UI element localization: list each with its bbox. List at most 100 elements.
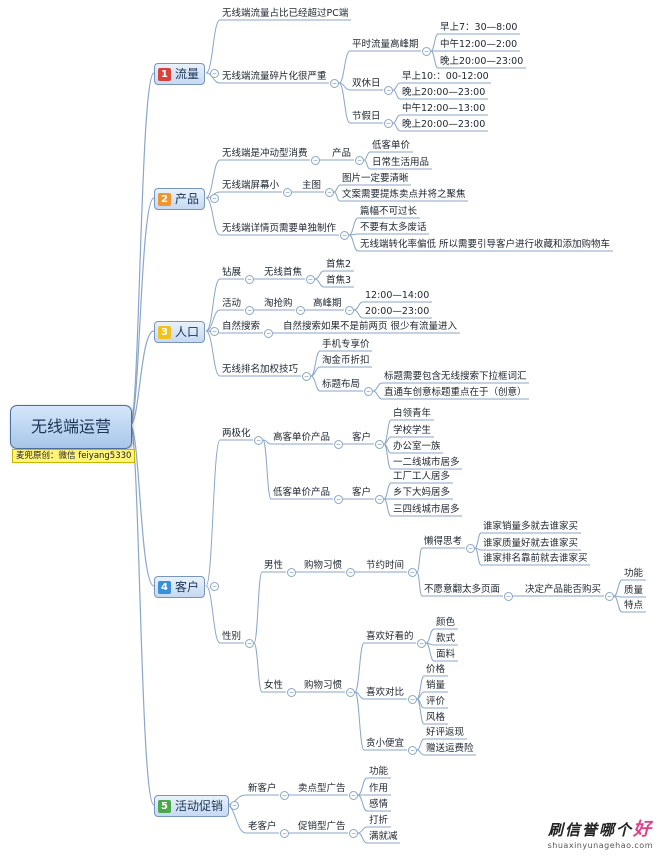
node-c30[interactable]: 款式 xyxy=(436,633,456,644)
node-c11[interactable]: 乡下大妈居多 xyxy=(393,487,451,498)
node-c15[interactable]: 购物习惯 xyxy=(304,560,343,571)
collapse-toggle-icon[interactable]: − xyxy=(417,639,426,648)
collapse-toggle-icon[interactable]: − xyxy=(346,688,355,697)
node-r9[interactable]: 20:00—23:00 xyxy=(365,306,430,317)
collapse-toggle-icon[interactable]: − xyxy=(375,495,384,504)
collapse-toggle-icon[interactable]: − xyxy=(384,86,393,95)
node-c21[interactable]: 不愿意翻太多页面 xyxy=(424,584,501,595)
node-a2[interactable]: 卖点型广告 xyxy=(298,783,346,794)
collapse-toggle-icon[interactable]: − xyxy=(504,592,513,601)
node-r7[interactable]: 高峰期 xyxy=(313,298,342,309)
node-n7[interactable]: 双休日 xyxy=(352,78,381,89)
node-c14[interactable]: 男性 xyxy=(264,560,284,571)
node-r8[interactable]: 12:00—14:00 xyxy=(365,290,430,301)
node-n3[interactable]: 平时流量高峰期 xyxy=(352,39,419,50)
node-c33[interactable]: 价格 xyxy=(426,664,446,675)
node-a6[interactable]: 老客户 xyxy=(248,821,277,832)
node-p11[interactable]: 不要有太多废话 xyxy=(360,222,427,233)
collapse-toggle-icon[interactable]: − xyxy=(330,79,339,88)
collapse-toggle-icon[interactable]: − xyxy=(210,582,219,591)
node-c36[interactable]: 风格 xyxy=(426,712,446,723)
collapse-toggle-icon[interactable]: − xyxy=(605,592,614,601)
node-r15[interactable]: 标题布局 xyxy=(322,379,361,390)
node-c9[interactable]: 客户 xyxy=(352,487,372,498)
collapse-toggle-icon[interactable]: − xyxy=(245,275,254,284)
node-c6[interactable]: 办公室一族 xyxy=(393,441,441,452)
node-c31[interactable]: 面料 xyxy=(436,649,456,660)
node-c5[interactable]: 学校学生 xyxy=(393,425,432,436)
node-c10[interactable]: 工厂工人居多 xyxy=(393,471,451,482)
node-c19[interactable]: 谁家质量好就去谁家买 xyxy=(483,538,579,549)
collapse-toggle-icon[interactable]: − xyxy=(334,495,343,504)
node-r2[interactable]: 无线首焦 xyxy=(264,267,303,278)
collapse-toggle-icon[interactable]: − xyxy=(364,387,373,396)
node-a5[interactable]: 感情 xyxy=(369,799,389,810)
node-r11[interactable]: 自然搜索如果不是前两页 很少有流量进入 xyxy=(283,321,458,332)
node-a1[interactable]: 新客户 xyxy=(248,783,277,794)
root-topic[interactable]: 无线端运营 xyxy=(10,405,132,449)
node-c39[interactable]: 赠送运费险 xyxy=(426,743,474,754)
node-c26[interactable]: 女性 xyxy=(264,680,284,691)
node-c28[interactable]: 喜欢好看的 xyxy=(366,631,414,642)
node-n11[interactable]: 中午12:00—13:00 xyxy=(402,103,486,114)
node-a9[interactable]: 满就减 xyxy=(369,831,398,842)
node-c17[interactable]: 懒得思考 xyxy=(424,536,463,547)
node-c25[interactable]: 特点 xyxy=(624,600,644,611)
collapse-toggle-icon[interactable]: − xyxy=(408,568,417,577)
node-c38[interactable]: 好评返现 xyxy=(426,727,465,738)
node-c3[interactable]: 客户 xyxy=(352,432,372,443)
collapse-toggle-icon[interactable]: − xyxy=(384,119,393,128)
node-c22[interactable]: 决定产品能否购买 xyxy=(525,584,602,595)
collapse-toggle-icon[interactable]: − xyxy=(408,695,417,704)
node-c2[interactable]: 高客单价产品 xyxy=(273,432,331,443)
node-a3[interactable]: 功能 xyxy=(369,766,389,777)
node-p5[interactable]: 无线端屏幕小 xyxy=(222,180,280,191)
node-n6[interactable]: 晚上20:00—23:00 xyxy=(440,56,524,67)
node-c7[interactable]: 一二线城市居多 xyxy=(393,457,460,468)
node-c27[interactable]: 购物习惯 xyxy=(304,680,343,691)
node-c4[interactable]: 白领青年 xyxy=(393,408,432,419)
node-n9[interactable]: 晚上20:00—23:00 xyxy=(402,87,486,98)
collapse-toggle-icon[interactable]: − xyxy=(283,188,292,197)
node-c34[interactable]: 销量 xyxy=(426,680,446,691)
node-p4[interactable]: 日常生活用品 xyxy=(372,157,430,168)
node-n12[interactable]: 晚上20:00—23:00 xyxy=(402,119,486,130)
node-r14[interactable]: 淘金币折扣 xyxy=(322,355,370,366)
node-c12[interactable]: 三四线城市居多 xyxy=(393,504,460,515)
node-r4[interactable]: 首焦3 xyxy=(326,275,352,286)
collapse-toggle-icon[interactable]: − xyxy=(340,231,349,240)
collapse-toggle-icon[interactable]: − xyxy=(210,69,219,78)
node-n2[interactable]: 无线端流量碎片化很严重 xyxy=(222,71,327,82)
collapse-toggle-icon[interactable]: − xyxy=(311,156,320,165)
node-r10[interactable]: 自然搜索 xyxy=(222,321,261,332)
collapse-toggle-icon[interactable]: − xyxy=(306,275,315,284)
collapse-toggle-icon[interactable]: − xyxy=(355,156,364,165)
collapse-toggle-icon[interactable]: − xyxy=(345,306,354,315)
node-c18[interactable]: 谁家销量多就去谁家买 xyxy=(483,521,579,532)
node-r17[interactable]: 直通车创意标题重点在于（创意） xyxy=(384,387,527,398)
node-a4[interactable]: 作用 xyxy=(369,783,389,794)
node-r12[interactable]: 无线排名加权技巧 xyxy=(222,364,299,375)
collapse-toggle-icon[interactable]: − xyxy=(325,188,334,197)
collapse-toggle-icon[interactable]: − xyxy=(296,306,305,315)
collapse-toggle-icon[interactable]: − xyxy=(245,639,254,648)
node-r3[interactable]: 首焦2 xyxy=(326,259,352,270)
node-c29[interactable]: 颜色 xyxy=(436,617,456,628)
collapse-toggle-icon[interactable]: − xyxy=(349,791,358,800)
collapse-toggle-icon[interactable]: − xyxy=(264,329,273,338)
collapse-toggle-icon[interactable]: − xyxy=(422,47,431,56)
node-c20[interactable]: 谁家排名靠前就去谁家买 xyxy=(483,553,588,564)
collapse-toggle-icon[interactable]: − xyxy=(466,544,475,553)
node-p12[interactable]: 无线端转化率偏低 所以需要引导客户进行收藏和添加购物车 xyxy=(360,239,611,250)
node-p1[interactable]: 无线端是冲动型消费 xyxy=(222,148,308,159)
node-a8[interactable]: 打折 xyxy=(369,815,389,826)
collapse-toggle-icon[interactable]: − xyxy=(210,194,219,203)
node-c37[interactable]: 贪小便宜 xyxy=(366,738,405,749)
node-c13[interactable]: 性别 xyxy=(222,631,242,642)
node-p8[interactable]: 文案需要提炼卖点并将之聚焦 xyxy=(342,189,466,200)
node-c8[interactable]: 低客单价产品 xyxy=(273,487,331,498)
